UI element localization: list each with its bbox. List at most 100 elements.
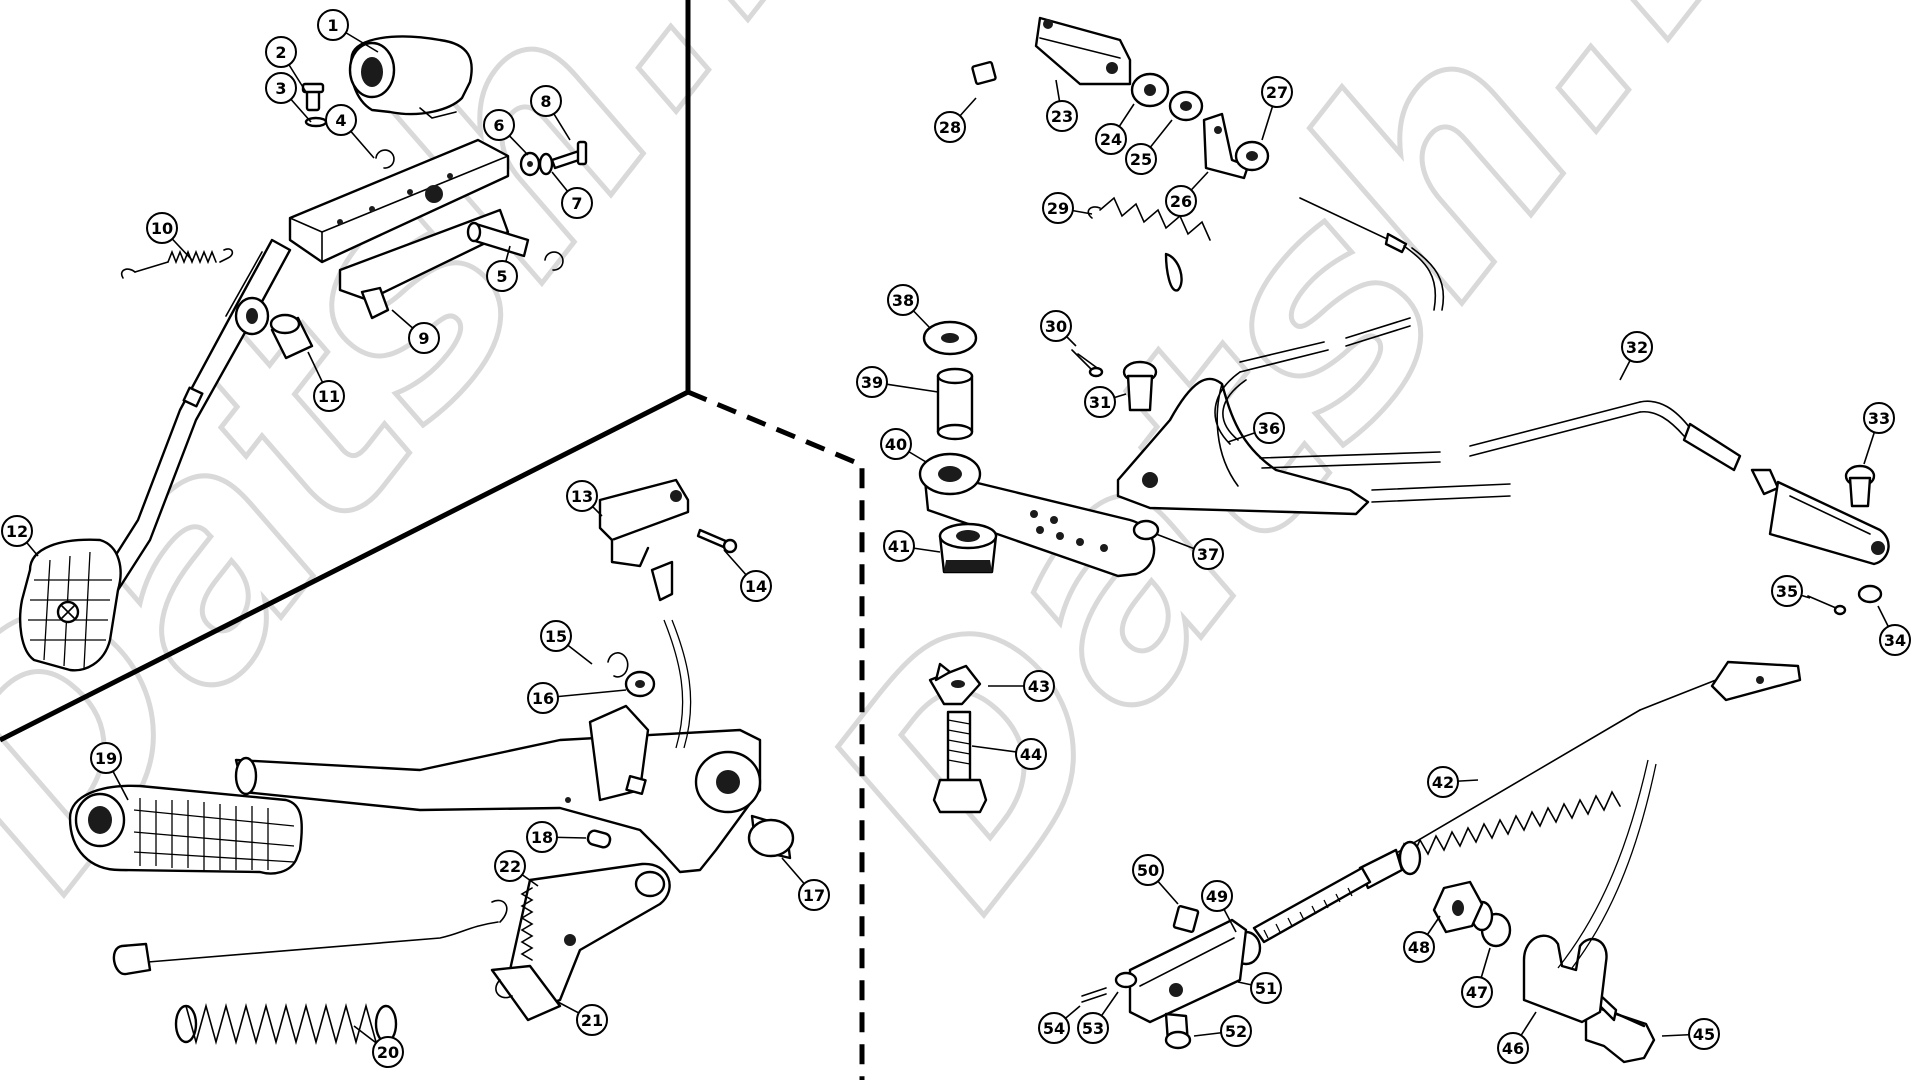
callout-label-7: 7 (571, 194, 582, 213)
lever-leader (663, 619, 684, 749)
callout-circle-52 (1220, 1015, 1252, 1047)
part-33-pin (1844, 464, 1876, 508)
callout-label-29: 29 (1047, 199, 1069, 218)
callout-circle-22 (494, 850, 526, 882)
callout-circle-49 (1201, 880, 1233, 912)
callout-label-15: 15 (545, 627, 567, 646)
callout-label-34: 34 (1884, 631, 1906, 650)
callout-label-48: 48 (1408, 938, 1430, 957)
callout-circle-21 (576, 1004, 608, 1036)
part-4-circlip-top (375, 149, 395, 169)
part-53-washer (1114, 971, 1138, 989)
part-54-split-pin (1081, 987, 1107, 1003)
callout-circle-47 (1461, 976, 1493, 1008)
section-dividers (0, 0, 865, 1080)
callout-label-31: 31 (1089, 393, 1111, 412)
callout-label-44: 44 (1020, 745, 1042, 764)
callout-label-14: 14 (745, 577, 767, 596)
callout-circle-45 (1688, 1018, 1720, 1050)
callout-label-13: 13 (571, 487, 593, 506)
part-11-bush (269, 313, 314, 360)
callout-circle-7 (561, 187, 593, 219)
part-8-clevis-pin (550, 140, 588, 170)
callout-label-50: 50 (1137, 861, 1159, 880)
callout-label-45: 45 (1693, 1025, 1715, 1044)
callout-circle-14 (740, 570, 772, 602)
part-50-plate (1172, 905, 1200, 933)
callout-label-2: 2 (275, 43, 286, 62)
callout-circle-11 (313, 380, 345, 412)
callout-circle-8 (530, 85, 562, 117)
callout-label-16: 16 (532, 689, 554, 708)
callout-circle-16 (527, 682, 559, 714)
callout-label-23: 23 (1051, 107, 1073, 126)
part-35-split-pin (1807, 595, 1847, 616)
part-44-bolt (932, 710, 988, 814)
part-2-3-bolt (301, 82, 328, 128)
part-36-compensator (1116, 377, 1370, 516)
part-4-circlip-bottom (544, 251, 564, 271)
callout-circle-5 (486, 260, 518, 292)
part-46-fork (1522, 934, 1608, 1024)
callout-circle-6 (483, 109, 515, 141)
callout-label-24: 24 (1100, 130, 1122, 149)
callout-circle-24 (1095, 123, 1127, 155)
part-20-lever-body (234, 704, 762, 874)
callout-label-35: 35 (1776, 582, 1798, 601)
callout-label-22: 22 (499, 857, 521, 876)
callout-circle-13 (566, 480, 598, 512)
callout-label-1: 1 (327, 16, 338, 35)
part-22-23-ratchet (490, 862, 671, 1022)
callout-circle-44 (1015, 738, 1047, 770)
callout-circle-25 (1125, 143, 1157, 175)
callout-label-3: 3 (275, 79, 286, 98)
callout-circle-51 (1250, 972, 1282, 1004)
callout-label-18: 18 (531, 828, 553, 847)
part-29-tension-spring (1087, 196, 1211, 292)
callout-circle-15 (540, 620, 572, 652)
handbrake-linkage (918, 16, 1890, 616)
part-21-coil-spring (174, 1003, 398, 1045)
callout-circle-54 (1038, 1012, 1070, 1044)
callout-circle-10 (146, 212, 178, 244)
callout-layer: 1234567891011121314151617181920212223242… (1, 9, 1911, 1068)
part-1-boot (348, 35, 473, 119)
part-32-cable (1214, 197, 1780, 503)
callout-circle-4 (325, 104, 357, 136)
callout-label-51: 51 (1255, 979, 1277, 998)
callout-label-28: 28 (939, 118, 961, 137)
callout-circle-19 (90, 742, 122, 774)
callout-label-8: 8 (540, 92, 551, 111)
callout-circle-31 (1084, 386, 1116, 418)
callout-circle-33 (1863, 402, 1895, 434)
callout-circle-30 (1040, 310, 1072, 342)
part-7-bush (538, 152, 554, 176)
callout-label-26: 26 (1170, 192, 1192, 211)
part-37-washer (1132, 519, 1160, 541)
part-51-clevis (1128, 918, 1248, 1024)
part-43-lock-tab (928, 662, 982, 706)
callout-circle-50 (1132, 854, 1164, 886)
callout-circle-3 (265, 72, 297, 104)
callout-label-17: 17 (803, 886, 825, 905)
callout-label-49: 49 (1206, 887, 1228, 906)
callout-circle-17 (798, 879, 830, 911)
callout-circle-53 (1077, 1012, 1109, 1044)
callout-label-20: 20 (377, 1043, 399, 1062)
part-31-clevis-pin (1122, 360, 1158, 412)
callout-circle-48 (1403, 931, 1435, 963)
part-15-circlip (607, 652, 629, 678)
callout-circle-2 (265, 36, 297, 68)
part-42-adjuster-cable (1252, 660, 1802, 944)
part-30-split-pin (1071, 349, 1104, 378)
part-34-washer (1857, 584, 1883, 604)
part-17-button (747, 814, 795, 860)
callout-label-53: 53 (1082, 1019, 1104, 1038)
part-24-clevis (1034, 16, 1132, 86)
part-13-switch-bracket (598, 478, 690, 602)
callout-label-4: 4 (335, 111, 346, 130)
callout-label-9: 9 (418, 329, 429, 348)
callout-circle-42 (1427, 766, 1459, 798)
part-40-relay-lever (918, 452, 1156, 578)
